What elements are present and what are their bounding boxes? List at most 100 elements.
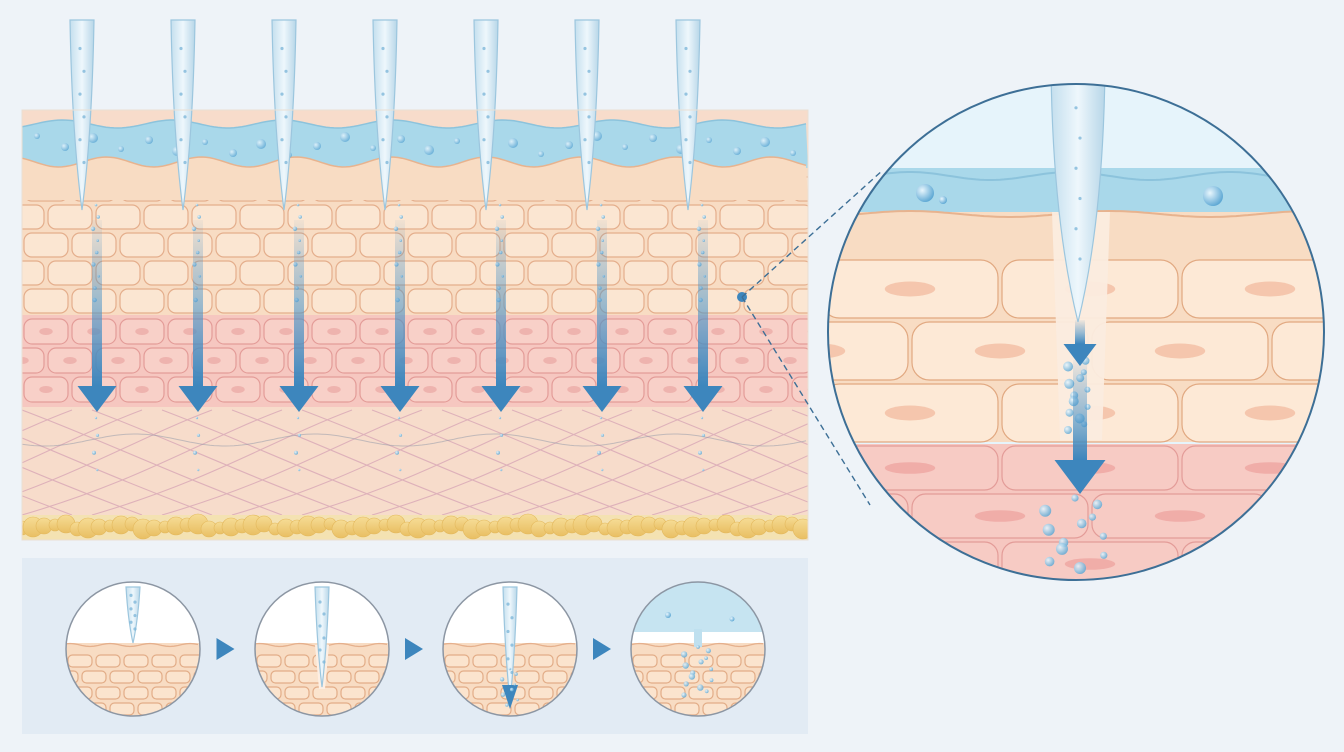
step-needle-bubble bbox=[318, 624, 322, 628]
microneedle-bubble bbox=[284, 160, 288, 165]
upper-cell bbox=[719, 204, 765, 230]
step-cell bbox=[514, 670, 540, 684]
step-cell bbox=[632, 654, 658, 668]
serum-drop bbox=[697, 684, 704, 691]
fibre bbox=[22, 437, 213, 516]
microneedle-bubble bbox=[82, 160, 86, 165]
serum-drop bbox=[500, 215, 505, 219]
delivery-arrow-shaft bbox=[294, 220, 304, 386]
microneedle-bubble bbox=[183, 160, 187, 165]
serum-drop bbox=[600, 433, 605, 437]
zoom-microneedle-bubble bbox=[1078, 257, 1082, 261]
step-cell bbox=[67, 654, 93, 668]
serum-drop bbox=[1071, 494, 1079, 502]
serum-drop bbox=[1076, 518, 1087, 529]
connector-line-bottom bbox=[741, 296, 871, 506]
serum-bubble bbox=[665, 612, 671, 618]
fibre bbox=[22, 409, 213, 493]
serum-drop bbox=[197, 215, 201, 219]
lower-cell bbox=[791, 376, 808, 403]
step-needle-bubble bbox=[133, 600, 137, 604]
fibre bbox=[22, 409, 283, 516]
lower-cell-nucleus bbox=[231, 328, 245, 335]
fibre bbox=[22, 409, 73, 432]
upper-cell bbox=[215, 288, 261, 314]
lower-cell-nucleus bbox=[423, 386, 437, 393]
serum-drop bbox=[709, 678, 714, 683]
serum-drop bbox=[1074, 562, 1086, 574]
serum-bubble bbox=[939, 196, 947, 204]
serum-drop bbox=[680, 651, 688, 658]
lower-cell-nucleus bbox=[423, 328, 437, 335]
microneedle-bubble bbox=[482, 92, 486, 96]
microneedle-bubble bbox=[583, 92, 587, 96]
step-needle-bubble bbox=[506, 602, 510, 606]
fibre bbox=[22, 409, 143, 464]
step-needle bbox=[314, 586, 330, 688]
step-needle bbox=[125, 586, 141, 644]
serum-drop bbox=[498, 203, 502, 207]
microneedle-bubble bbox=[78, 46, 82, 51]
step-cell bbox=[326, 670, 352, 684]
zoom-microneedle bbox=[1050, 84, 1106, 323]
serum-bubble bbox=[340, 132, 350, 142]
step-cell bbox=[354, 670, 380, 684]
serum-drop bbox=[398, 433, 403, 437]
upper-cell bbox=[671, 260, 717, 286]
step-transition-arrow bbox=[593, 638, 611, 660]
serum-drop bbox=[1099, 532, 1107, 540]
lower-cell-nucleus bbox=[567, 386, 581, 393]
serum-bubble bbox=[538, 151, 544, 157]
fibre bbox=[22, 466, 143, 516]
upper-cell bbox=[383, 260, 429, 286]
zoom-lower-cell-nucleus bbox=[884, 558, 936, 570]
serum-drop bbox=[297, 433, 302, 437]
lower-cell-nucleus bbox=[375, 328, 389, 335]
upper-cell bbox=[0, 177, 20, 201]
upper-cell bbox=[167, 232, 213, 258]
zoom-microneedle-bubble bbox=[1074, 166, 1078, 170]
cross-section-frame bbox=[21, 109, 809, 541]
serum-drop bbox=[196, 433, 201, 437]
serum-drop bbox=[688, 673, 696, 680]
upper-cell bbox=[551, 288, 597, 314]
step-cell bbox=[528, 654, 554, 668]
serum-drop bbox=[496, 450, 500, 455]
upper-cell bbox=[95, 260, 141, 286]
upper-cell bbox=[311, 232, 357, 258]
step-needle-bubble bbox=[322, 636, 326, 640]
fibre bbox=[161, 409, 423, 516]
fibre bbox=[511, 409, 773, 516]
lower-cell-nucleus bbox=[783, 357, 797, 364]
microneedle-bubble bbox=[587, 115, 591, 119]
serum-drop bbox=[298, 215, 303, 219]
fibre bbox=[22, 495, 73, 516]
serum-drop bbox=[1064, 426, 1072, 434]
lower-cell-nucleus bbox=[807, 387, 808, 392]
serum-drop bbox=[702, 468, 705, 472]
upper-cell bbox=[143, 204, 189, 230]
step-cell bbox=[716, 654, 742, 668]
zoom-connector-lines bbox=[741, 169, 884, 506]
serum-drop bbox=[193, 450, 197, 455]
step-transition-arrow bbox=[405, 638, 423, 660]
step-cell bbox=[340, 686, 366, 700]
upper-cell bbox=[431, 204, 477, 230]
fibre bbox=[22, 433, 807, 447]
serum-bubble bbox=[760, 137, 770, 147]
serum-drop bbox=[500, 468, 503, 472]
lower-cell-nucleus bbox=[279, 328, 293, 335]
serum-drop bbox=[681, 692, 687, 698]
fibre bbox=[651, 409, 808, 475]
microneedle bbox=[271, 19, 297, 211]
upper-cell bbox=[719, 260, 765, 286]
upper-cell bbox=[47, 260, 93, 286]
step-cell bbox=[151, 654, 177, 668]
serum-drop bbox=[696, 645, 700, 649]
zoom-delivery-arrow-upper-shaft bbox=[1075, 320, 1085, 344]
microneedle-bubble bbox=[179, 92, 183, 96]
upper-cell bbox=[647, 232, 693, 258]
upper-cell bbox=[383, 204, 429, 230]
microneedle-bubble bbox=[280, 138, 284, 142]
